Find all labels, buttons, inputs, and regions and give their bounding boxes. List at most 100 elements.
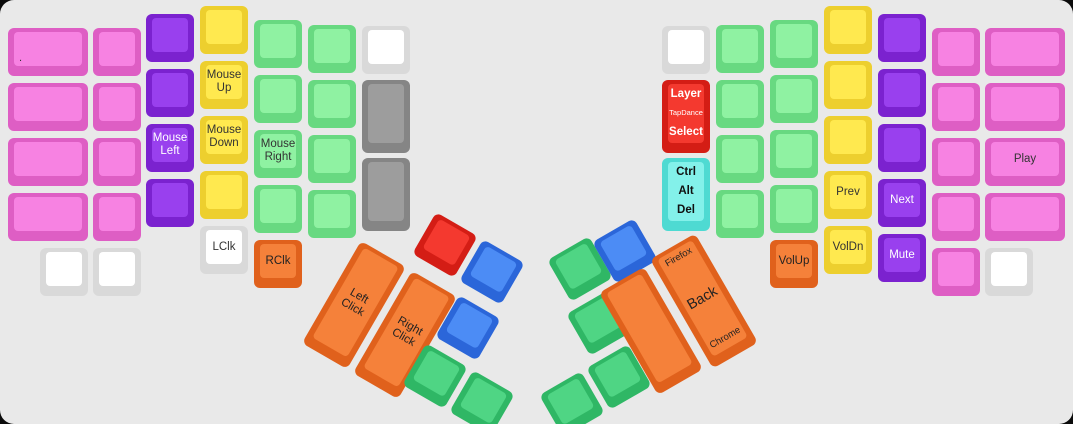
key-right-c5-r3[interactable] (932, 193, 980, 241)
key-left-c2-r1[interactable] (146, 69, 194, 117)
key-left-c4-r3[interactable] (254, 185, 302, 233)
key-left-c1-bottom[interactable] (93, 248, 141, 296)
key-voldn[interactable]: VolDn (824, 226, 872, 274)
key-right-c1-r2[interactable] (716, 135, 764, 183)
key-right-c4-r0[interactable] (878, 14, 926, 62)
key-left-c5-r3[interactable] (308, 190, 356, 238)
keycap-face (830, 10, 866, 44)
key-right-c3-r2[interactable] (824, 116, 872, 164)
key-left-c3-r0[interactable] (200, 6, 248, 54)
key-left-c1-r2[interactable] (93, 138, 141, 186)
key-right-c6-r1[interactable] (985, 83, 1065, 131)
keycap-face (546, 377, 595, 424)
key-prev[interactable]: Prev (824, 171, 872, 219)
keycap-face: Next (884, 183, 920, 217)
keycap-face (991, 32, 1059, 66)
key-mouse-down[interactable]: Mouse Down (200, 116, 248, 164)
keycap-face (445, 301, 494, 350)
keycap-face (938, 87, 974, 121)
key-left-c4-r0[interactable] (254, 20, 302, 68)
key-right-c6-r0[interactable] (985, 28, 1065, 76)
key-label: Ctrl (676, 166, 696, 178)
key-label: Del (677, 204, 695, 217)
key-left-c0-r3[interactable] (8, 193, 88, 241)
key-play[interactable]: Play (985, 138, 1065, 186)
keycap-face: Mouse Up (206, 65, 242, 99)
key-right-c2-r2[interactable] (770, 130, 818, 178)
key-left-c0-r2[interactable] (8, 138, 88, 186)
keycap-face (412, 349, 461, 398)
key-left-c5-r0[interactable] (308, 25, 356, 73)
keycap-face (938, 142, 974, 176)
key-right-c1-r0[interactable] (716, 25, 764, 73)
key-right-c1-r3[interactable] (716, 190, 764, 238)
key-mouse-left[interactable]: Mouse Left (146, 124, 194, 172)
keycap-face (368, 30, 404, 64)
keycap-face: VolUp (776, 244, 812, 278)
key-left-c3-r3[interactable] (200, 171, 248, 219)
key-right-c2-r3[interactable] (770, 185, 818, 233)
key-label: Next (890, 193, 914, 206)
key-right-c2-r1[interactable] (770, 75, 818, 123)
key-lclk[interactable]: LClk (200, 226, 248, 274)
key-label: LClk (212, 240, 236, 253)
key-next[interactable]: Next (878, 179, 926, 227)
key-label: VolDn (832, 240, 864, 253)
keycap-face (99, 252, 135, 286)
keycap-face: . (14, 32, 82, 66)
key-right-c3-r0[interactable] (824, 6, 872, 54)
keycap-face (260, 189, 296, 223)
key-mute[interactable]: Mute (878, 234, 926, 282)
key-right-c5-r2[interactable] (932, 138, 980, 186)
key-right-c4-r2[interactable] (878, 124, 926, 172)
keycap-face (314, 84, 350, 118)
key-left-c1-r1[interactable] (93, 83, 141, 131)
keycap-face (593, 350, 642, 399)
key-left-c6-tall1[interactable] (362, 80, 410, 153)
key-label: Select (669, 126, 703, 139)
key-right-c4-r1[interactable] (878, 69, 926, 117)
keycap-face (776, 79, 812, 113)
key-rclk[interactable]: RClk (254, 240, 302, 288)
key-left-c0-bottom[interactable] (40, 248, 88, 296)
keycap-face (99, 197, 135, 231)
key-left-c1-r0[interactable] (93, 28, 141, 76)
key-right-c0-r0[interactable] (662, 26, 710, 74)
key-mouse-up[interactable]: Mouse Up (200, 61, 248, 109)
key-mouse-right[interactable]: Mouse Right (254, 130, 302, 178)
keycap-face (46, 252, 82, 286)
key-left-c5-r1[interactable] (308, 80, 356, 128)
keycap-face: Mute (884, 238, 920, 272)
key-left-c2-r0[interactable] (146, 14, 194, 62)
key-label: Prev (836, 185, 860, 198)
key-right-c2-r0[interactable] (770, 20, 818, 68)
keycap-face (14, 87, 82, 121)
key-right-c6-r3[interactable] (985, 193, 1065, 241)
key-right-c5-r0[interactable] (932, 28, 980, 76)
keycap-face (938, 252, 974, 286)
key-left-c0-r1[interactable] (8, 83, 88, 131)
keycap-face: Play (991, 142, 1059, 176)
key-right-c3-r1[interactable] (824, 61, 872, 109)
key-volup[interactable]: VolUp (770, 240, 818, 288)
key-label: Mouse Down (206, 124, 242, 149)
keycap-face (722, 84, 758, 118)
key-left-c5-r2[interactable] (308, 135, 356, 183)
key-label: TapDance (669, 108, 703, 118)
keycap-face (884, 73, 920, 107)
key-left-c4-r1[interactable] (254, 75, 302, 123)
key-left-c2-r3[interactable] (146, 179, 194, 227)
key-right-c1-r1[interactable] (716, 80, 764, 128)
key-label: Firefox (663, 245, 695, 270)
key-right-c6-bottom[interactable] (985, 248, 1033, 296)
key-left-c0-r0[interactable]: . (8, 28, 88, 76)
keycap-face (99, 32, 135, 66)
key-right-c5-r1[interactable] (932, 83, 980, 131)
key-left-c6-tall2[interactable] (362, 158, 410, 231)
keycap-face (599, 224, 648, 273)
key-right-c5-bottom[interactable] (932, 248, 980, 296)
key-left-c6-r0[interactable] (362, 26, 410, 74)
key-left-c1-r3[interactable] (93, 193, 141, 241)
